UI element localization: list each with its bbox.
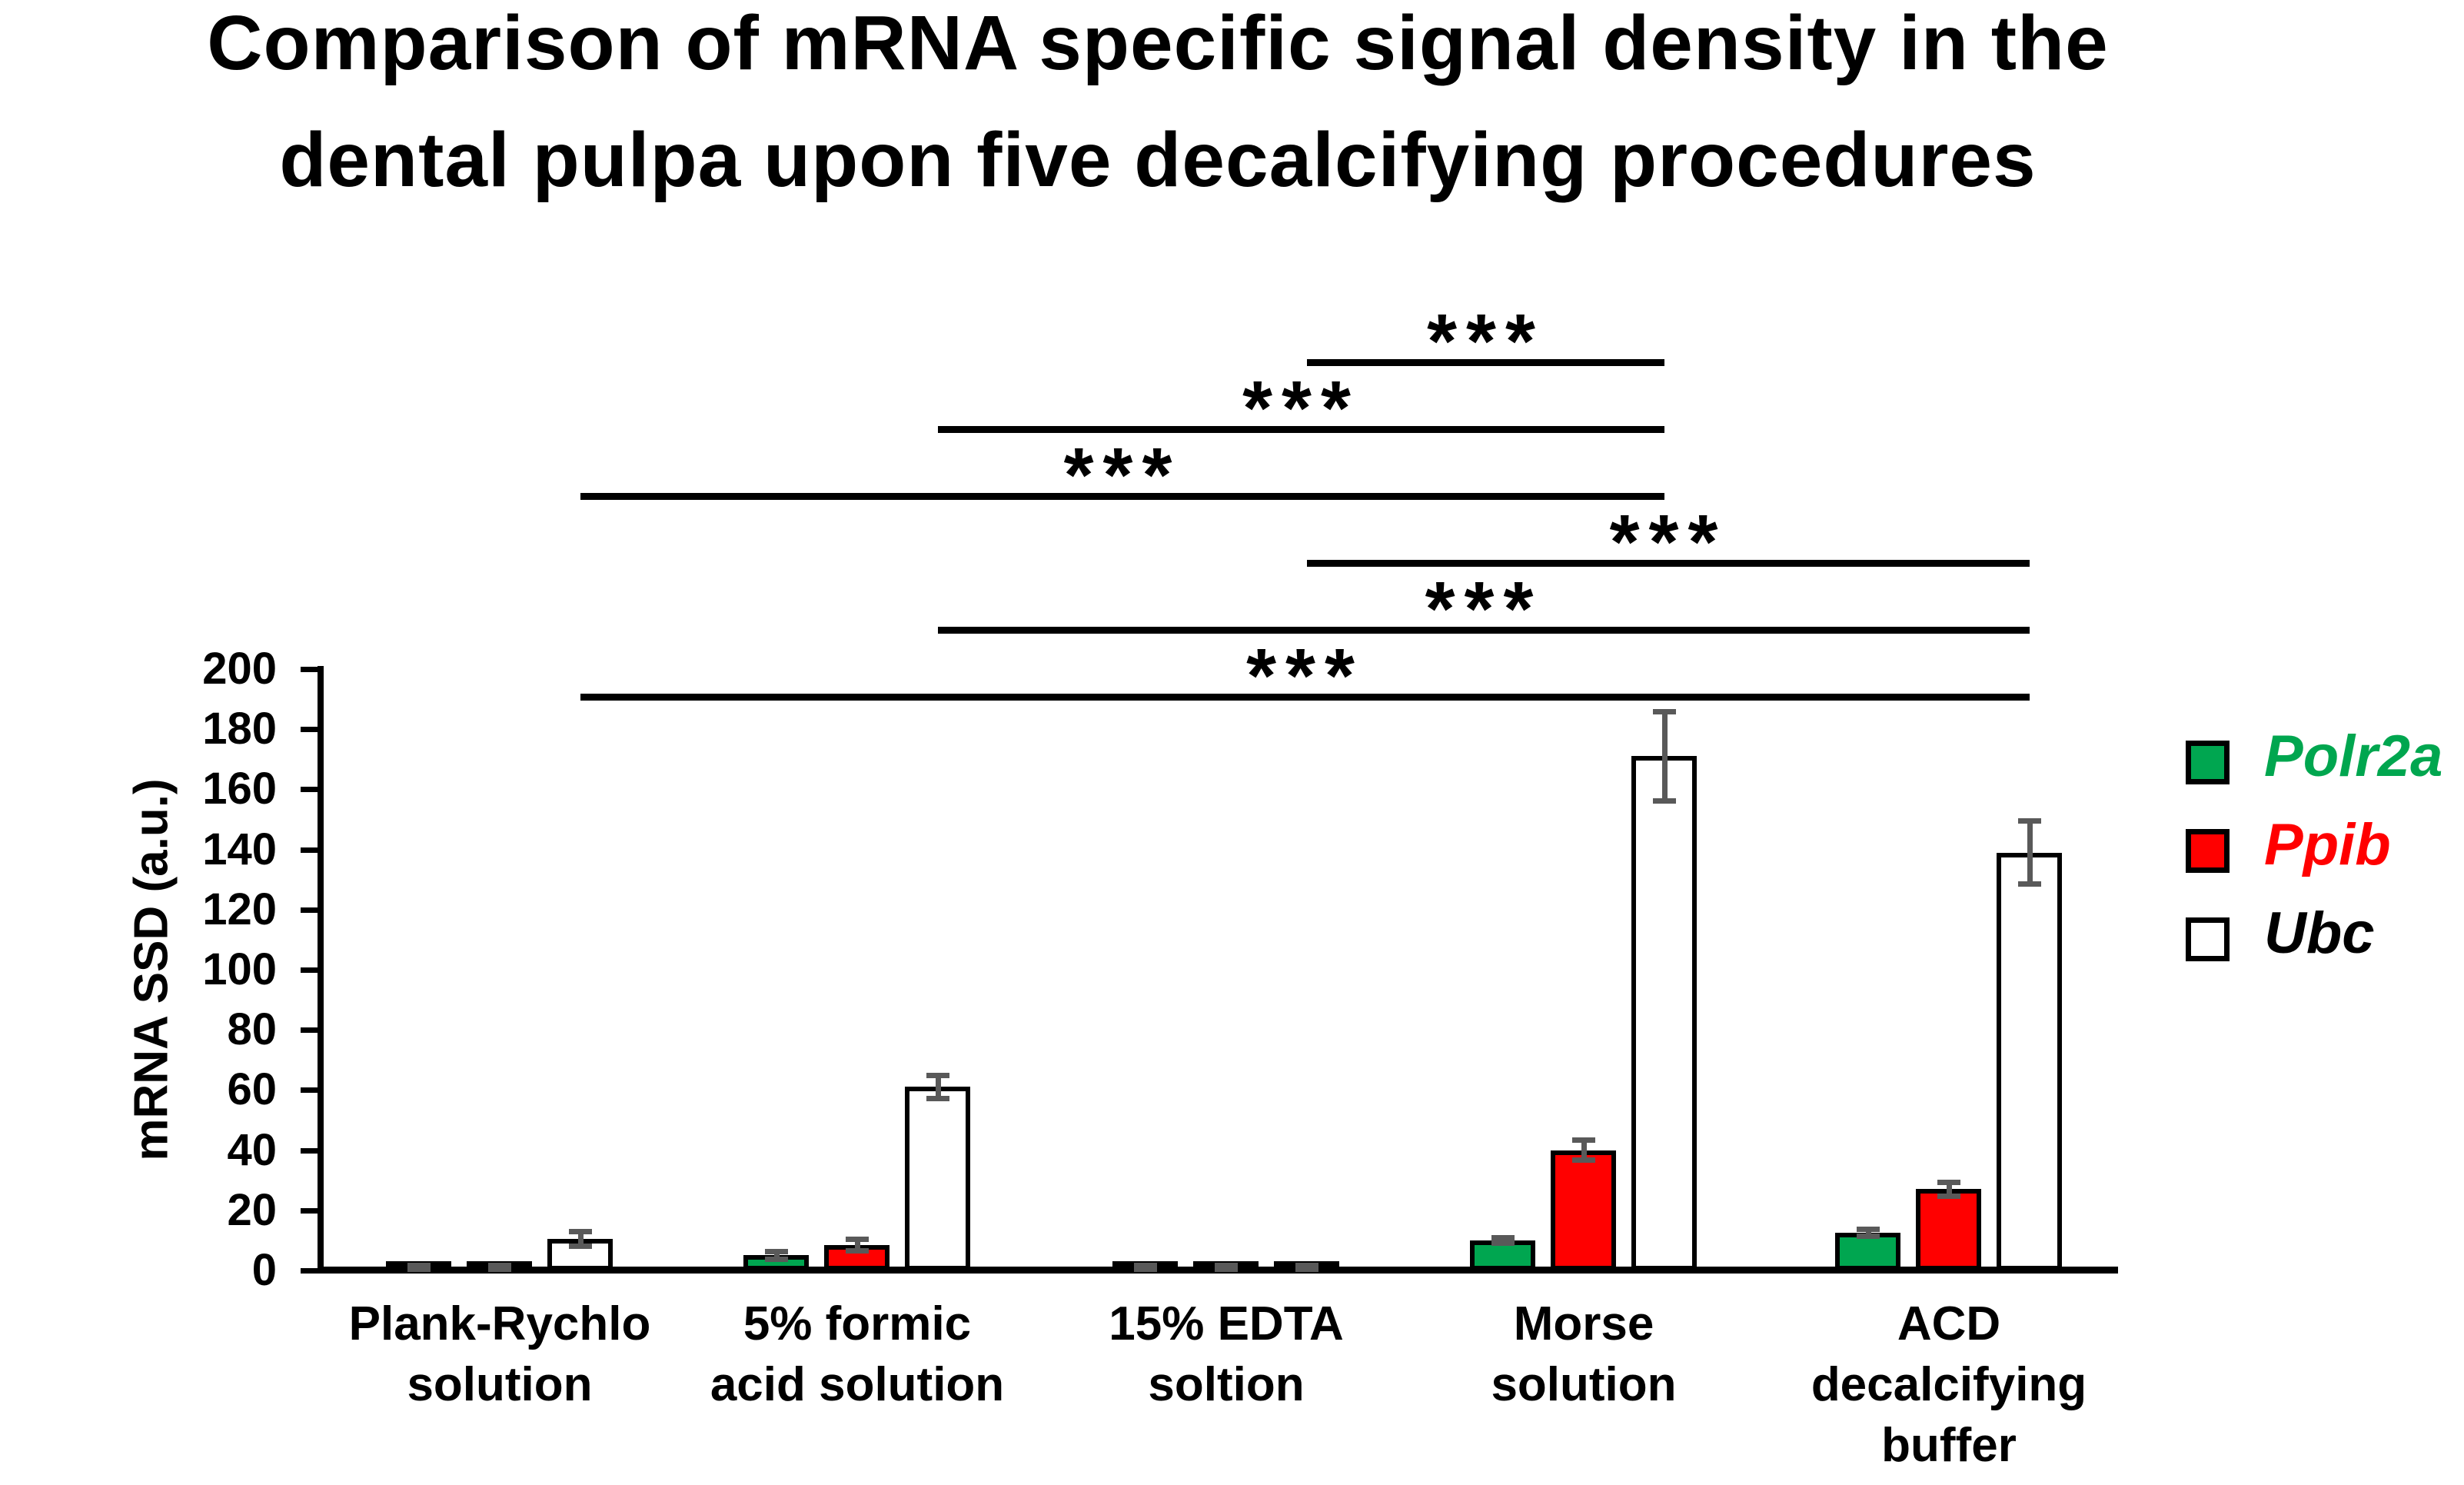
y-tick-label: 60 — [227, 1064, 277, 1115]
error-cap-bottom — [1937, 1194, 1960, 1200]
significance-line-3 — [580, 493, 1664, 500]
error-cap-bottom — [926, 1096, 949, 1102]
y-tick-label: 120 — [202, 884, 277, 934]
error-cap-top — [926, 1072, 949, 1078]
significance-stars-4: *** — [1609, 499, 1727, 585]
legend-label-Polr2a: Polr2a — [2264, 724, 2443, 789]
chart-title: Comparison of mRNA specific signal densi… — [0, 0, 2316, 218]
y-tick-mark — [301, 1027, 319, 1034]
error-bar-Ppib-group5 — [1947, 1181, 1952, 1197]
error-bar-Ubc-group4 — [1662, 711, 1668, 802]
y-tick-mark — [301, 787, 319, 793]
legend-swatch-Polr2a — [2186, 741, 2230, 784]
significance-line-1 — [1307, 359, 1664, 366]
error-cap-top — [1572, 1137, 1595, 1143]
y-tick-label: 160 — [202, 764, 277, 814]
legend-label-Ubc: Ubc — [2264, 901, 2375, 966]
bar-Ppib-group4 — [1551, 1150, 1616, 1270]
significance-stars-1: *** — [1427, 298, 1545, 385]
error-cap-bottom — [846, 1247, 869, 1254]
error-cap-top — [846, 1236, 869, 1242]
error-cap-top — [1857, 1227, 1880, 1233]
error-bar-Polr2a-group5 — [1866, 1229, 1871, 1237]
error-cap-top — [2018, 818, 2041, 824]
error-bar-Ppib-group2 — [855, 1238, 860, 1251]
y-tick-mark — [301, 1147, 319, 1154]
x-category-label-2: 5% formic acid solution — [710, 1297, 1005, 1411]
error-cap-top — [1215, 1262, 1238, 1268]
y-tick-mark — [301, 1087, 319, 1094]
y-tick-mark — [301, 967, 319, 973]
y-tick-mark — [301, 727, 319, 733]
significance-stars-5: *** — [1425, 566, 1543, 652]
y-axis-line — [318, 666, 324, 1274]
error-cap-top — [1937, 1179, 1960, 1185]
error-cap-bottom — [2018, 881, 2041, 887]
y-tick-mark — [301, 1268, 319, 1274]
significance-stars-6: *** — [1246, 633, 1364, 719]
y-tick-label: 100 — [202, 944, 277, 994]
y-tick-label: 140 — [202, 824, 277, 874]
significance-stars-2: *** — [1242, 365, 1360, 451]
x-category-label-4: Morse solution — [1491, 1297, 1677, 1411]
error-cap-bottom — [1215, 1267, 1238, 1273]
bar-Ubc-group4 — [1631, 756, 1697, 1270]
error-cap-top — [1134, 1262, 1157, 1268]
error-cap-bottom — [488, 1267, 511, 1273]
bar-Ubc-group2 — [905, 1087, 970, 1270]
significance-line-2 — [938, 426, 1664, 433]
error-bar-Ubc-group5 — [2027, 821, 2033, 884]
error-bar-Polr2a-group2 — [774, 1250, 780, 1260]
legend-swatch-Ubc — [2186, 917, 2230, 961]
error-cap-top — [407, 1262, 431, 1268]
error-cap-top — [488, 1262, 511, 1268]
significance-line-5 — [938, 627, 2030, 634]
legend-swatch-Ppib — [2186, 829, 2230, 873]
significance-stars-3: *** — [1063, 432, 1182, 518]
error-cap-top — [765, 1248, 788, 1254]
chart-title-line2: dental pulpa upon five decalcifying proc… — [279, 117, 2037, 203]
bar-Polr2a-group5 — [1835, 1233, 1900, 1270]
bar-Ubc-group5 — [1997, 852, 2062, 1270]
legend-label-Ppib: Ppib — [2264, 812, 2391, 877]
error-cap-bottom — [569, 1243, 592, 1249]
x-category-label-5: ACD decalcifying buffer — [1811, 1297, 2087, 1472]
error-cap-bottom — [1134, 1267, 1157, 1273]
y-tick-mark — [301, 667, 319, 672]
error-cap-bottom — [1572, 1157, 1595, 1164]
error-cap-top — [569, 1229, 592, 1235]
error-cap-bottom — [407, 1267, 431, 1273]
error-cap-bottom — [1857, 1234, 1880, 1240]
error-cap-top — [1491, 1234, 1515, 1240]
y-tick-mark — [301, 907, 319, 913]
error-bar-Ubc-group2 — [936, 1074, 941, 1100]
error-cap-bottom — [1491, 1240, 1515, 1246]
x-category-label-3: 15% EDTA soltion — [1109, 1297, 1344, 1411]
error-bar-Ubc-group1 — [578, 1231, 584, 1247]
error-cap-top — [1653, 708, 1676, 714]
x-category-label-1: Plank-Rychlo solution — [348, 1297, 651, 1411]
error-cap-bottom — [765, 1257, 788, 1263]
y-tick-label: 20 — [227, 1184, 277, 1235]
error-cap-bottom — [1295, 1267, 1318, 1273]
y-tick-label: 200 — [202, 644, 277, 694]
y-tick-label: 180 — [202, 704, 277, 754]
error-cap-top — [1295, 1262, 1318, 1268]
significance-line-4 — [1307, 560, 2030, 567]
chart-title-line1: Comparison of mRNA specific signal densi… — [207, 0, 2109, 86]
y-tick-label: 40 — [227, 1124, 277, 1175]
significance-line-6 — [580, 694, 2030, 701]
y-tick-label: 80 — [227, 1004, 277, 1055]
y-tick-label: 0 — [251, 1245, 277, 1295]
error-cap-bottom — [1653, 798, 1676, 804]
error-bar-Ppib-group4 — [1581, 1139, 1587, 1161]
bar-Ppib-group5 — [1916, 1189, 1981, 1270]
y-tick-mark — [301, 1207, 319, 1214]
y-tick-mark — [301, 847, 319, 853]
